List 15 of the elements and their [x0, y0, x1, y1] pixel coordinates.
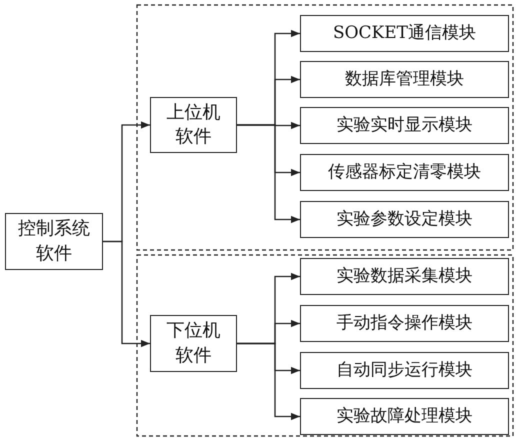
module-box: 手动指令操作模块 — [300, 305, 509, 342]
module-box: 实验故障处理模块 — [300, 398, 509, 435]
root-box: 控制系统软件 — [5, 213, 103, 270]
module-box: 实验实时显示模块 — [300, 107, 509, 144]
arrow — [237, 124, 300, 224]
module-box: 自动同步运行模块 — [300, 352, 509, 389]
arrow — [237, 342, 300, 420]
group-box: 上位机软件 — [150, 97, 237, 153]
module-box: 实验参数设定模块 — [300, 201, 509, 238]
module-box: 传感器标定清零模块 — [300, 154, 509, 191]
group-box: 下位机软件 — [150, 315, 237, 372]
module-box: 数据库管理模块 — [300, 61, 509, 98]
module-box: 实验数据采集模块 — [300, 258, 509, 295]
module-box: SOCKET通信模块 — [300, 15, 509, 52]
arrow — [103, 240, 150, 348]
